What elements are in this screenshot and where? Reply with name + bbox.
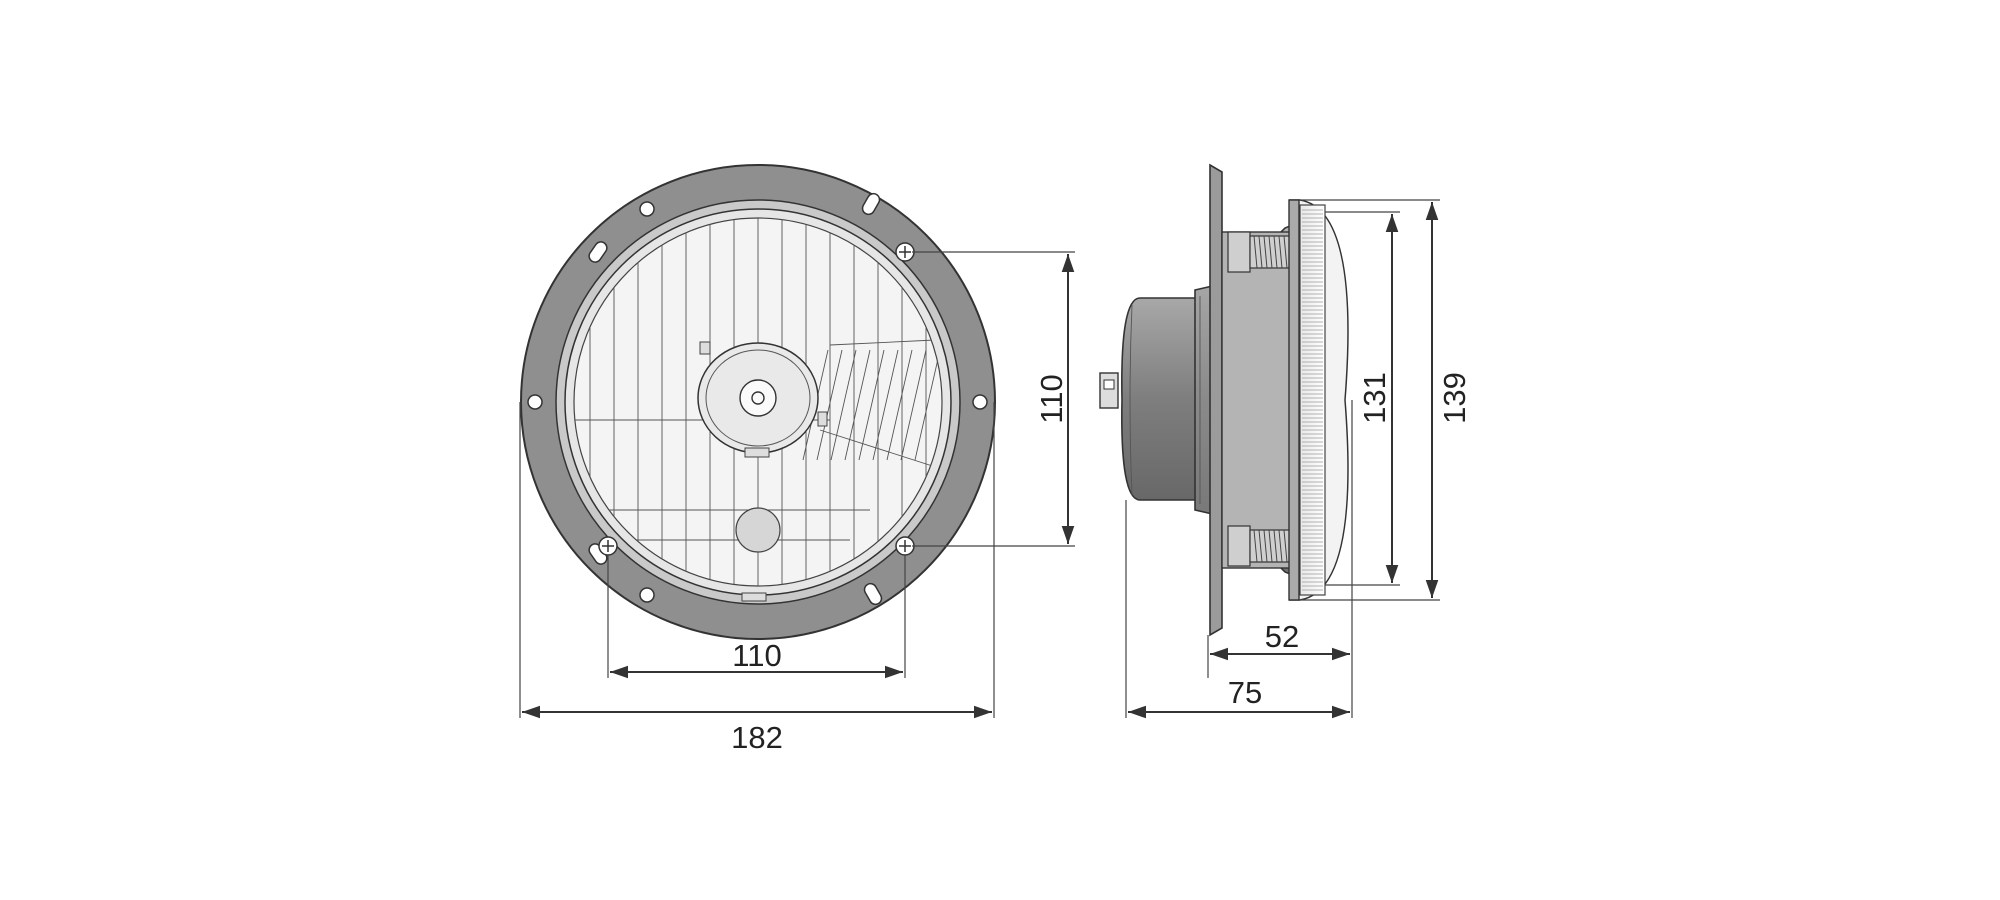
dim-front-mount-vertical: 110 bbox=[1034, 374, 1069, 423]
lens-ribs bbox=[1302, 209, 1323, 591]
side-mounting-flange bbox=[1209, 163, 1223, 637]
side-frame bbox=[1221, 231, 1295, 569]
dim-side-lens-diameter: 131 bbox=[1357, 372, 1392, 424]
adjuster-springs bbox=[1227, 231, 1293, 567]
dim-front-overall-width: 182 bbox=[731, 720, 783, 755]
side-view bbox=[1099, 163, 1349, 637]
side-dimensions: 75 52 131 139 bbox=[1125, 199, 1472, 719]
parking-light-bulb bbox=[735, 507, 781, 553]
front-dimensions: 182 110 110 bbox=[519, 251, 1075, 755]
bulb-socket bbox=[697, 341, 828, 458]
dim-front-mount-horizontal: 110 bbox=[732, 638, 781, 673]
adjusting-screws bbox=[598, 242, 915, 556]
dim-side-overall-diameter: 139 bbox=[1437, 372, 1472, 424]
rear-cap bbox=[1121, 297, 1201, 501]
lens-bottom-tab bbox=[741, 592, 767, 602]
front-view bbox=[520, 164, 996, 640]
side-rim bbox=[1288, 199, 1300, 601]
connector-plug bbox=[1099, 372, 1119, 409]
dim-side-overall-depth: 75 bbox=[1228, 675, 1262, 710]
lens-ring bbox=[1299, 204, 1326, 596]
flange-holes bbox=[527, 192, 988, 606]
dim-side-body-depth: 52 bbox=[1265, 619, 1299, 654]
